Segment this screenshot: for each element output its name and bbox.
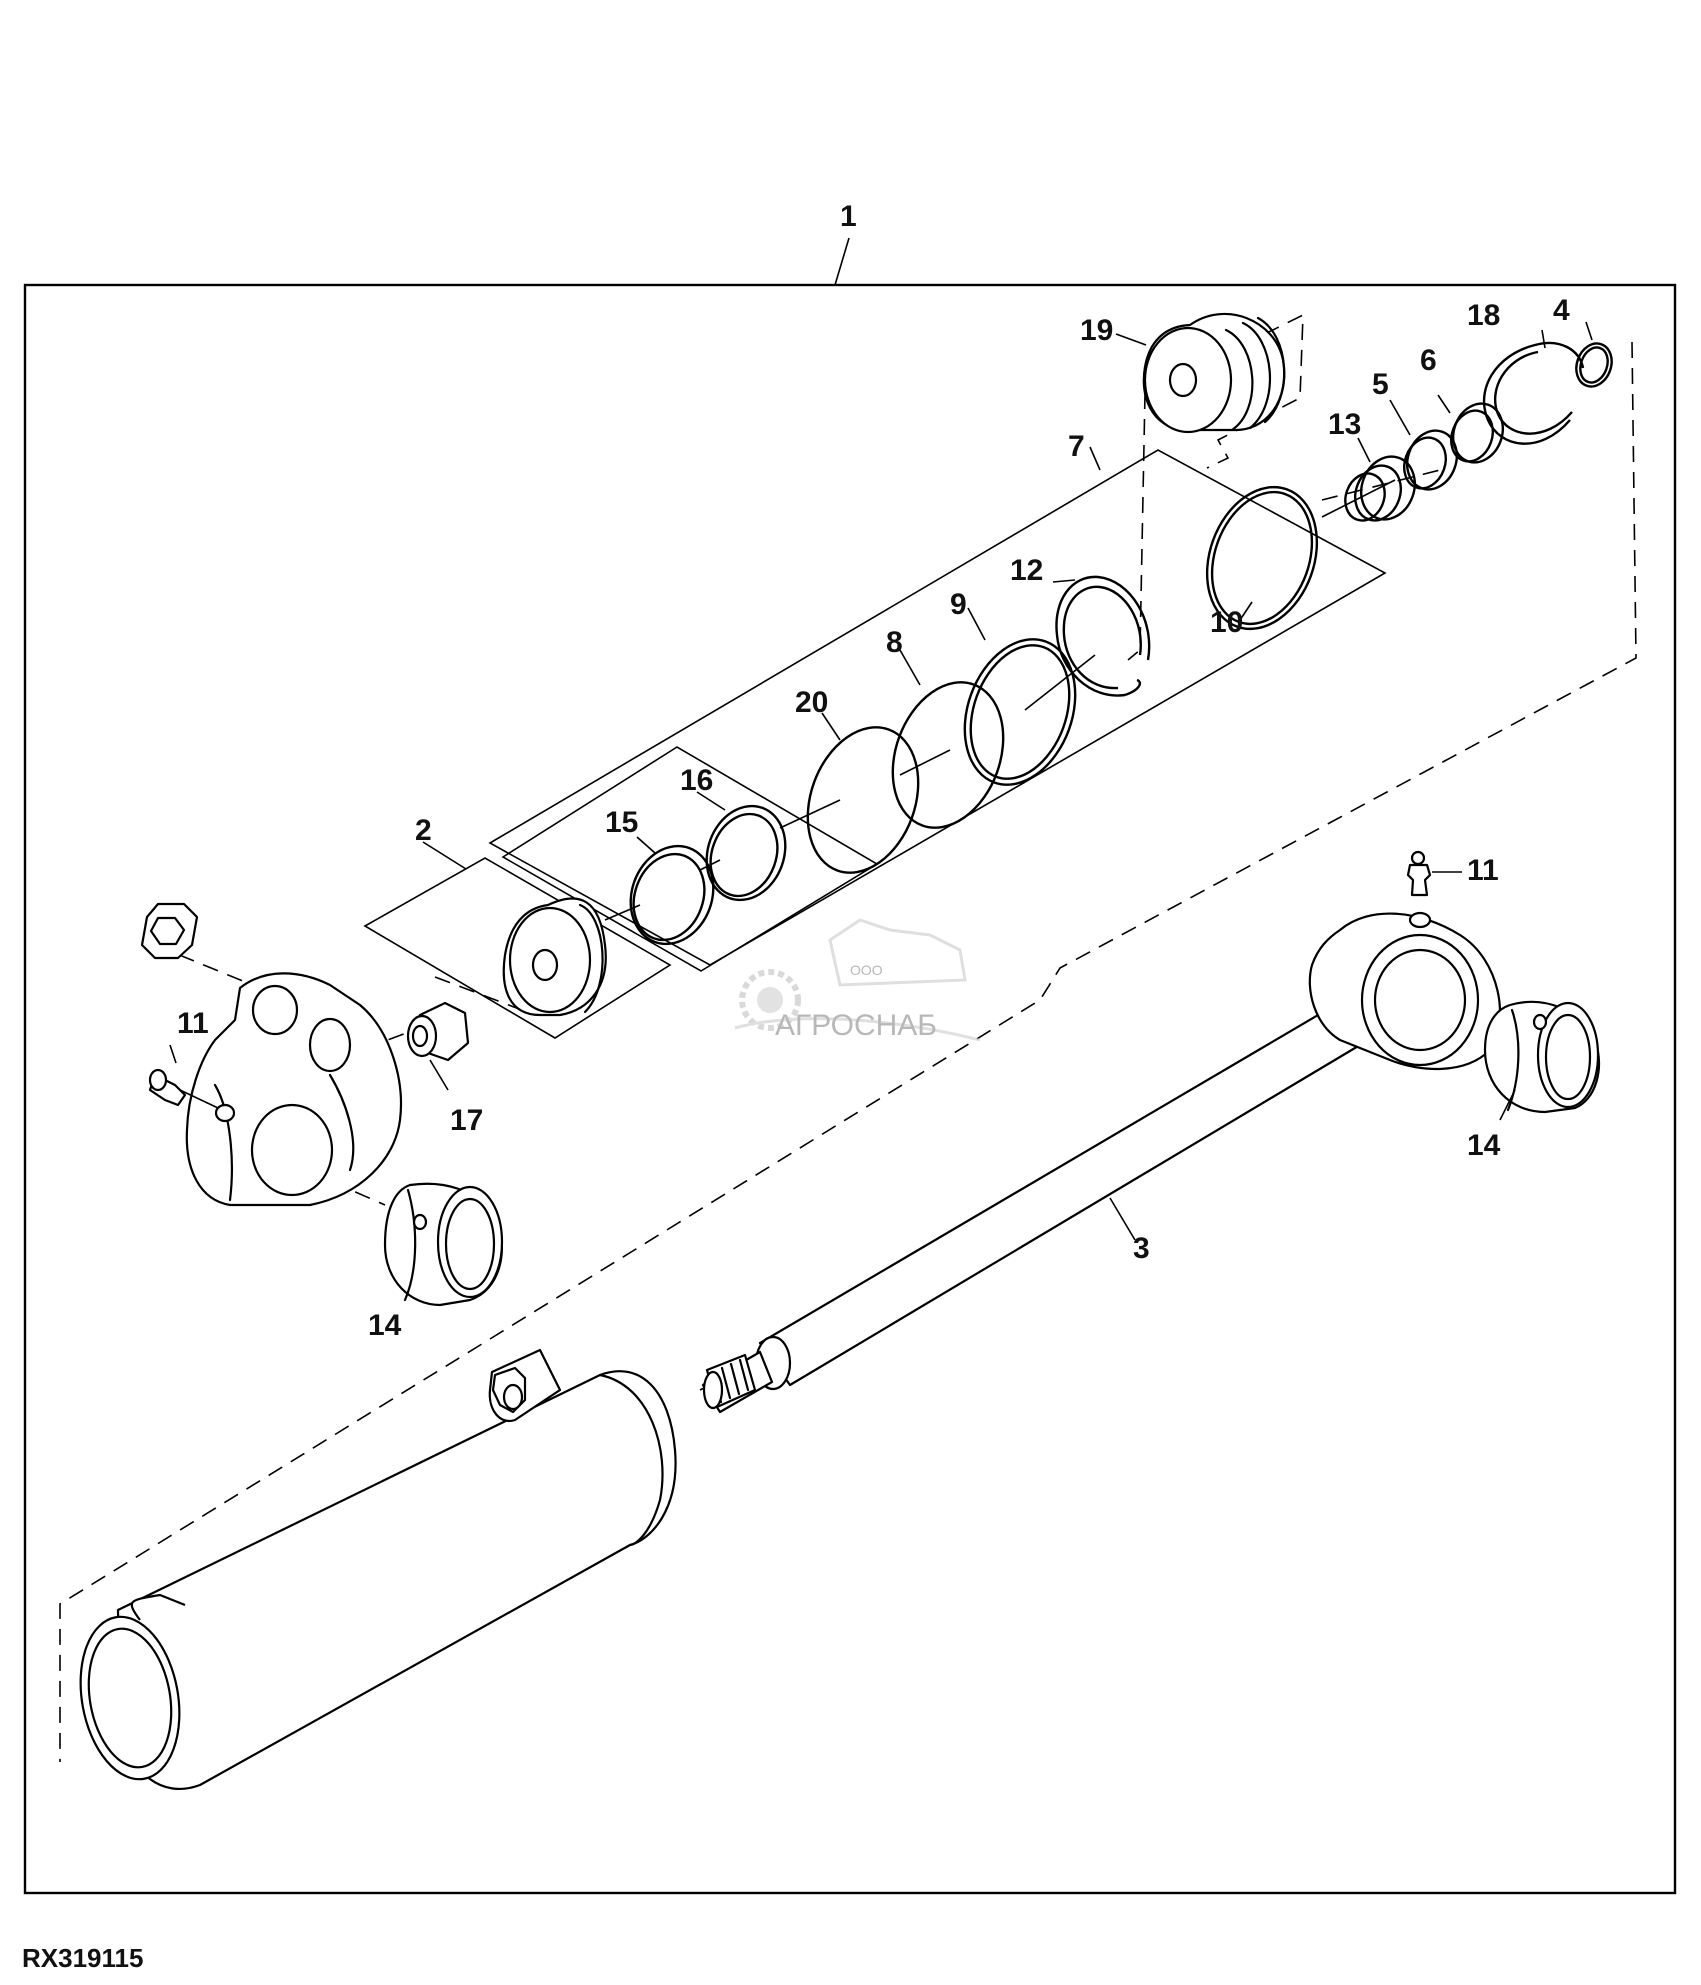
watermark-small-text: ООО (850, 962, 883, 978)
piston-kit-outline (363, 857, 672, 1039)
callout-12: 12 (1010, 554, 1043, 587)
bushing-14-right (1483, 1000, 1600, 1114)
callout-1: 1 (840, 200, 857, 233)
cylinder-head-eye (185, 972, 402, 1207)
callout-6: 6 (1420, 344, 1437, 377)
callout-16: 16 (680, 764, 713, 797)
grease-fitting-11-right (1406, 850, 1462, 897)
seal-15 (629, 844, 715, 946)
callout-11-right: 11 (1467, 854, 1499, 887)
piston-2 (502, 897, 607, 1017)
seal-6 (1450, 402, 1504, 464)
callout-10: 10 (1210, 606, 1243, 639)
seal-16 (705, 804, 787, 902)
callout-14-right: 14 (1467, 1129, 1501, 1162)
figure-id: RX319115 (22, 1943, 143, 1973)
wiper-4 (1575, 342, 1613, 388)
bushing-13 (1344, 455, 1416, 522)
callout-7: 7 (1068, 430, 1085, 463)
o-ring-10 (1205, 485, 1319, 631)
watermark-logo (734, 918, 981, 1042)
o-ring-8 (891, 681, 1005, 829)
callout-2: 2 (415, 814, 432, 847)
snap-ring-12 (1055, 575, 1151, 697)
assembly-frame (23, 283, 1677, 1895)
seal-kit-outline (488, 449, 1387, 966)
back-up-ring-9 (963, 638, 1077, 786)
callout-20: 20 (795, 686, 828, 719)
callout-5: 5 (1372, 368, 1389, 401)
nut-17 (406, 1001, 470, 1062)
callout-11-left: 11 (177, 1007, 209, 1040)
callout-18: 18 (1467, 299, 1500, 332)
callout-4: 4 (1553, 294, 1570, 327)
seal-5 (1403, 429, 1458, 491)
callout-3: 3 (1133, 1232, 1150, 1265)
snap-ring-18 (1482, 341, 1585, 445)
grease-fitting-11-left (148, 1068, 219, 1109)
piston-rod-3 (701, 911, 1502, 1414)
callout-8: 8 (886, 626, 903, 659)
callout-15: 15 (605, 806, 638, 839)
watermark-main-text: АГРОСНАБ (775, 1009, 937, 1042)
callout-9: 9 (950, 588, 967, 621)
callout-17: 17 (450, 1104, 483, 1137)
plug-top-left (140, 902, 199, 960)
cylinder-barrel (79, 1348, 677, 1791)
callout-14-left: 14 (368, 1309, 402, 1342)
callout-13: 13 (1328, 408, 1361, 441)
ring-20 (806, 726, 920, 874)
callout-19: 19 (1080, 314, 1113, 347)
head-19 (1142, 312, 1286, 434)
bushing-14-left (383, 1182, 504, 1307)
